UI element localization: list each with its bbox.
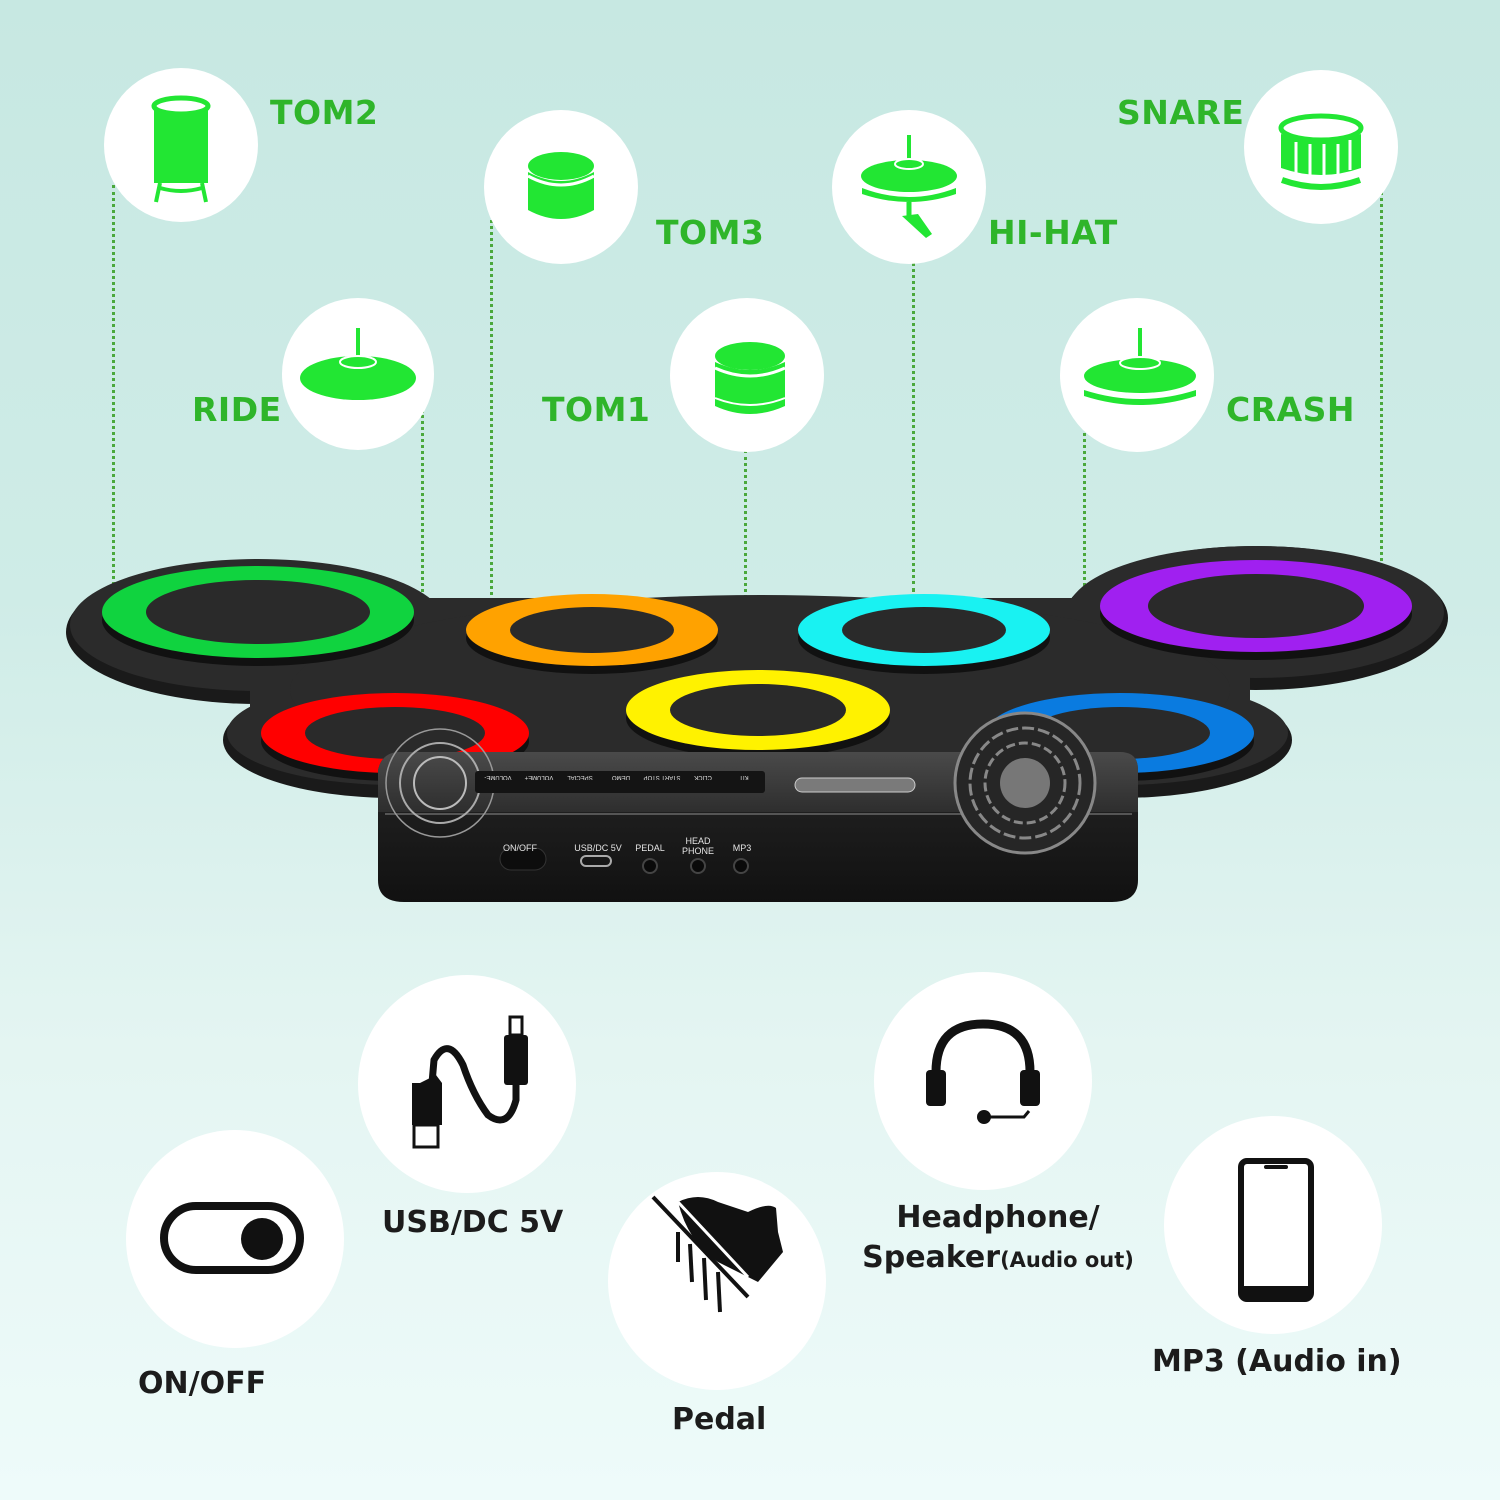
usb-cable-icon	[412, 1015, 528, 1149]
pad-label-snare: SNARE	[1117, 93, 1245, 132]
onoff-icon-circle	[126, 1130, 344, 1348]
crash-cymbal-icon	[1084, 328, 1196, 405]
headphone-icon-circle	[874, 972, 1092, 1190]
device-button-label: VOLUME-	[484, 774, 512, 780]
headphone-label-line2: Speaker(Audio out)	[860, 1238, 1136, 1280]
feature-label-usb: USB/DC 5V	[382, 1205, 564, 1240]
pad-label-crash: CRASH	[1226, 390, 1356, 429]
tom3-icon-circle	[484, 110, 638, 264]
port-label-onoff: ON/OFF	[503, 843, 537, 853]
connector-crash	[1083, 420, 1086, 700]
device-button-label: SPECIAL	[567, 774, 593, 780]
tom-drum-icon	[527, 152, 595, 219]
pad-label-ride: RIDE	[192, 390, 282, 429]
connector-ride	[421, 410, 424, 700]
pad-ring-snare	[1100, 560, 1412, 660]
control-unit	[378, 711, 1138, 902]
headphone-label-line1: Headphone/	[896, 1200, 1100, 1235]
connector-hihat	[912, 262, 915, 592]
pad-label-hihat: HI-HAT	[988, 213, 1118, 252]
tall-tom-drum-icon	[151, 95, 211, 203]
toggle-switch-icon	[160, 1202, 304, 1274]
tom2-icon-circle	[104, 68, 258, 222]
pad-label-tom3: TOM3	[656, 213, 765, 252]
connector-tom1	[744, 450, 747, 670]
feature-label-onoff: ON/OFF	[138, 1366, 267, 1401]
mp3-icon-circle	[1164, 1116, 1382, 1334]
pedal-icon-circle	[608, 1172, 826, 1390]
pad-label-tom2: TOM2	[270, 93, 379, 132]
connector-snare	[1380, 185, 1383, 593]
headphone-label-speaker: Speaker	[862, 1240, 1001, 1275]
port-label-usb: USB/DC 5V	[574, 843, 622, 853]
device-button-label: KIT	[739, 774, 749, 780]
snare-drum-icon	[1278, 113, 1364, 190]
port-label-headphone: HEAD PHONE	[681, 836, 714, 856]
smartphone-icon	[1238, 1158, 1314, 1302]
port-label-mp3: MP3	[732, 843, 752, 853]
crash-icon-circle	[1060, 298, 1214, 452]
tom1-icon-circle	[670, 298, 824, 452]
connector-tom3	[490, 213, 493, 603]
pad-label-tom1: TOM1	[542, 390, 651, 429]
pad-ring-tom3	[466, 594, 718, 674]
device-button-label: DEMO	[612, 774, 630, 780]
pad-ring-hihat	[798, 594, 1050, 674]
headphone-label-note: (Audio out)	[1000, 1248, 1134, 1272]
feature-label-pedal: Pedal	[672, 1402, 767, 1437]
hihat-icon-circle	[832, 110, 986, 264]
pad-ring-tom1	[626, 670, 890, 758]
usb-icon-circle	[358, 975, 576, 1193]
ride-cymbal-icon	[300, 328, 416, 400]
hi-hat-icon	[861, 135, 957, 238]
ride-icon-circle	[282, 298, 434, 450]
device-button-label: START STOP	[643, 774, 681, 780]
port-label-pedal: PEDAL	[635, 843, 665, 853]
connector-tom2	[112, 185, 115, 585]
feature-label-mp3: MP3 (Audio in)	[1152, 1344, 1402, 1379]
pad-ring-tom2	[102, 566, 414, 666]
headset-icon	[926, 1019, 1040, 1124]
device-button-label: CLICK	[694, 774, 712, 780]
foot-pedal-icon	[651, 1195, 783, 1313]
tom-drum-icon	[714, 342, 786, 414]
feature-label-headphone: Headphone/ Speaker(Audio out)	[860, 1198, 1136, 1280]
snare-icon-circle	[1244, 70, 1398, 224]
device-button-label: VOLUME+	[524, 774, 554, 780]
